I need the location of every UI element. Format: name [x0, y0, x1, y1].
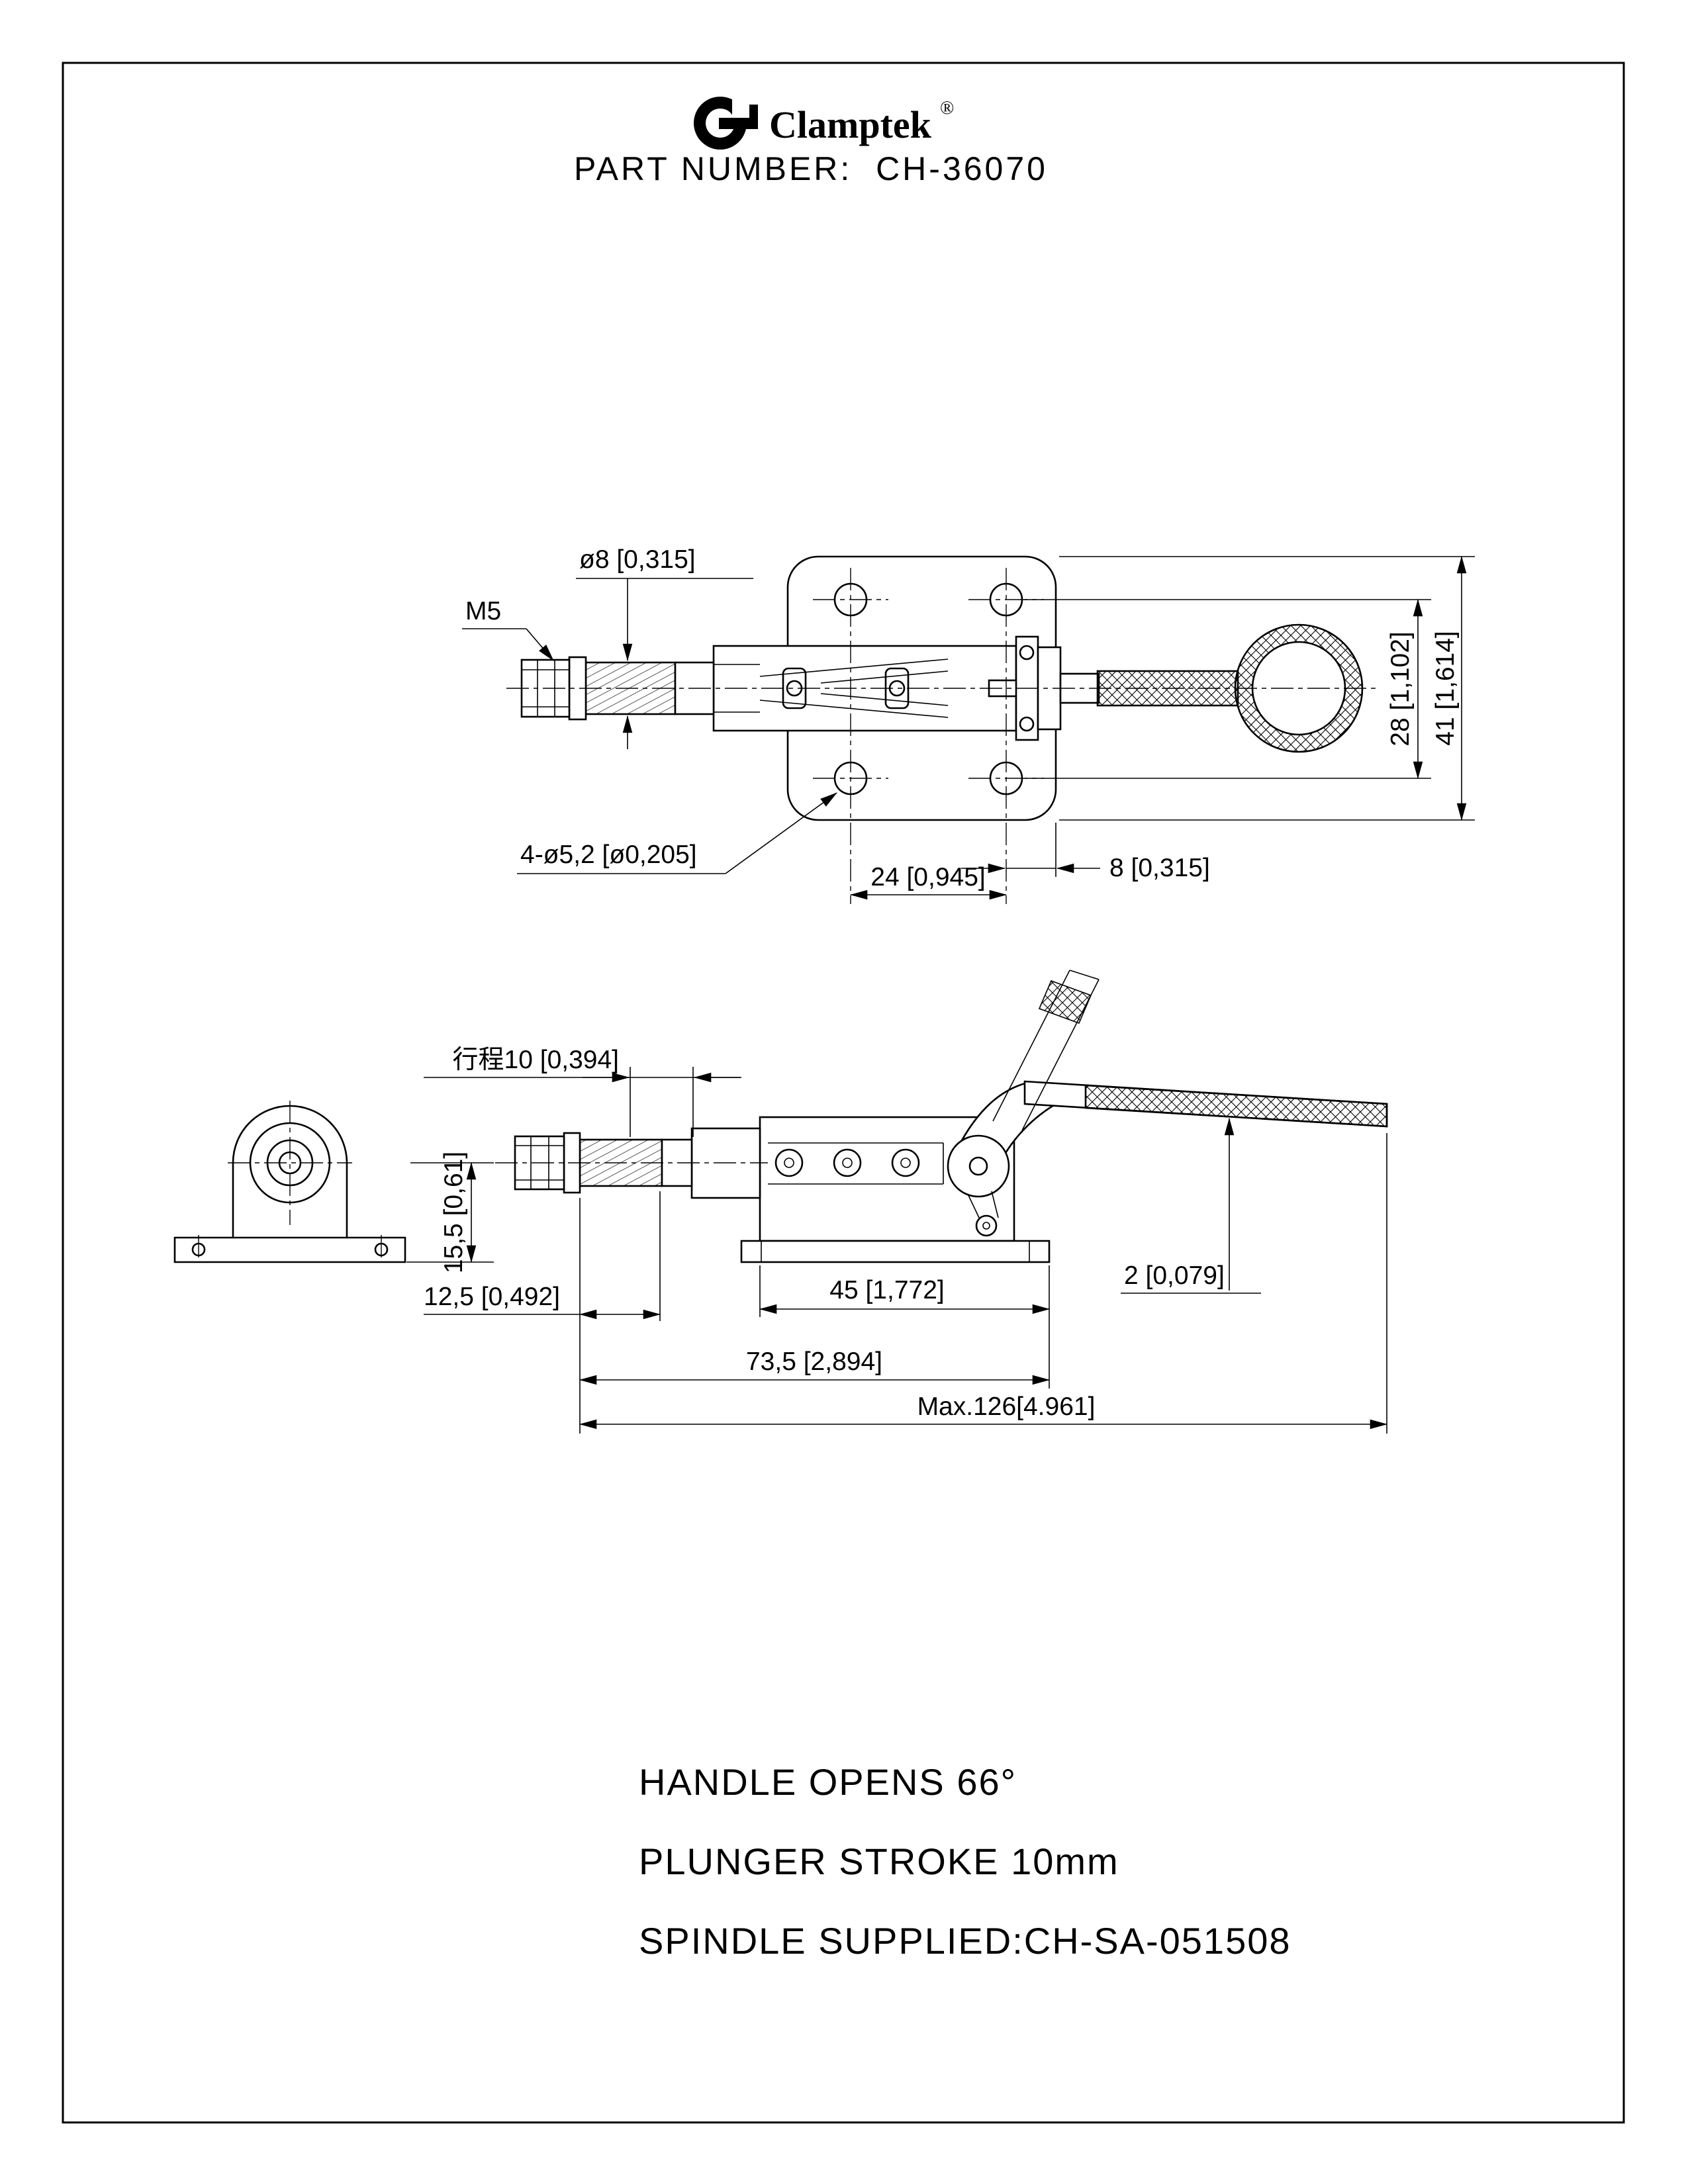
- dim-plunger-stroke-label: 行程10 [0,394]: [453, 1046, 619, 1074]
- dim-overall-body-label: 73,5 [2,894]: [746, 1347, 882, 1376]
- bracket-centerlines: [228, 1101, 352, 1225]
- registered-mark-icon: ®: [940, 98, 954, 118]
- clevis-pin: [1019, 716, 1035, 732]
- clevis-pin: [1019, 645, 1035, 660]
- drawing-frame: [62, 62, 1625, 2124]
- body-bolt: [833, 1148, 862, 1177]
- toggle-link: [967, 1191, 999, 1220]
- dim-body-length-label: 45 [1,772]: [829, 1276, 944, 1304]
- body-bolt: [774, 1148, 804, 1177]
- body-internal-fork: [714, 659, 949, 718]
- dim-front-offset-label: 12,5 [0,492]: [424, 1283, 560, 1311]
- mounting-bracket-view: [173, 1101, 406, 1263]
- dim-base-height-label: 15,5 [0,61]: [440, 1152, 468, 1273]
- dim-hole-edge-offset-label: 8 [0,315]: [1109, 854, 1210, 882]
- part-number: PART NUMBER: CH-36070: [574, 150, 1048, 187]
- slide-slot: [768, 1142, 944, 1185]
- brand-name: Clamptek: [769, 103, 932, 146]
- dim-max-length-label: Max.126[4.961]: [917, 1392, 1096, 1421]
- side-handle-grip: [1084, 1084, 1388, 1128]
- brand-logo-icon: [694, 97, 763, 150]
- top-view-dimensions: ø8 [0,315] M5 28 [1,102] 41 [1,614] 24 […: [462, 545, 1475, 900]
- handle-pivot: [947, 1134, 1010, 1198]
- note-spindle-supplied: SPINDLE SUPPLIED:CH-SA-051508: [639, 1920, 1291, 1962]
- handle-pivot-pin: [968, 1156, 988, 1176]
- dim-thread-label: M5: [465, 597, 501, 625]
- dim-rod-diameter-label: ø8 [0,315]: [579, 545, 696, 574]
- dim-hole-spacing-vertical-label: 28 [1,102]: [1386, 631, 1415, 746]
- dim-flange-width-label: 41 [1,614]: [1431, 631, 1460, 745]
- dim-handle-clearance-label: 2 [0,079]: [1124, 1261, 1225, 1290]
- dim-mounting-holes-label: 4-ø5,2 [ø0,205]: [520, 841, 697, 869]
- side-view: 行程10 [0,394] 15,5 [0,61] 12,5 [0,492] 45…: [173, 970, 1388, 1433]
- note-plunger-stroke: PLUNGER STROKE 10mm: [639, 1841, 1119, 1882]
- note-handle-opens: HANDLE OPENS 66°: [639, 1761, 1017, 1803]
- dim-hole-spacing-horizontal-label: 24 [0,945]: [870, 863, 985, 891]
- link-pin: [975, 1214, 998, 1237]
- side-view-dimensions: 行程10 [0,394] 15,5 [0,61] 12,5 [0,492] 45…: [406, 1046, 1388, 1433]
- top-view: ø8 [0,315] M5 28 [1,102] 41 [1,614] 24 […: [462, 545, 1475, 904]
- header: Clamptek ® PART NUMBER: CH-36070: [574, 97, 1048, 187]
- body-bolt: [891, 1148, 920, 1177]
- side-base-flange: [740, 1240, 1051, 1263]
- hole-centerlines: [813, 599, 1044, 779]
- handle-open-grip-phantom: [1038, 979, 1092, 1024]
- notes: HANDLE OPENS 66° PLUNGER STROKE 10mm SPI…: [639, 1761, 1291, 1962]
